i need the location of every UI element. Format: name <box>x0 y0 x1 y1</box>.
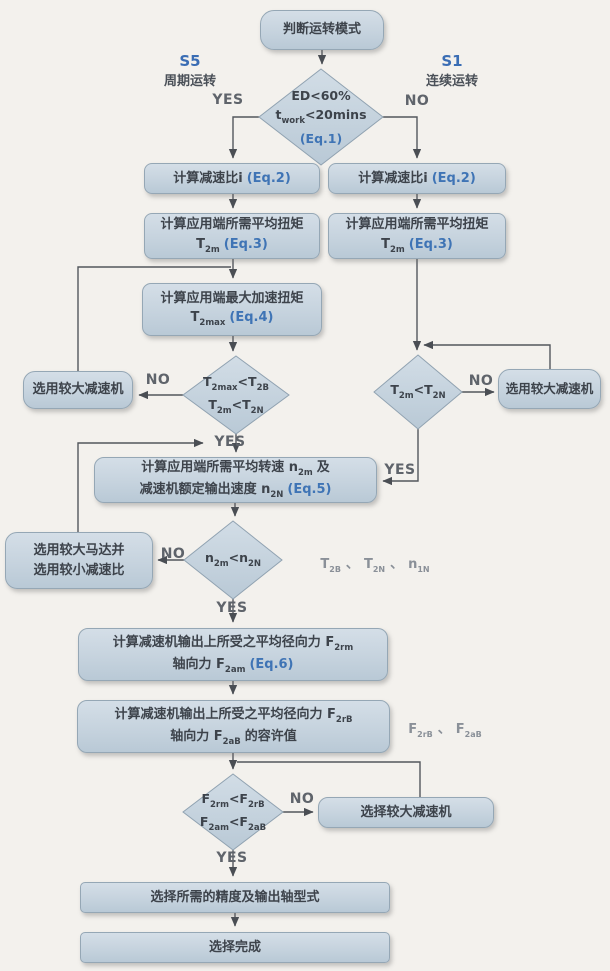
no-label-3: NO <box>468 373 494 389</box>
yes-label-4: YES <box>216 600 248 616</box>
node-calc-avg-torque-left: 计算应用端所需平均扭矩 T2m(Eq.3) <box>144 213 320 259</box>
node-calc-ratio-left: 计算减速比i(Eq.2) <box>144 163 320 194</box>
node-select-bigger-reducer-right: 选用较大减速机 <box>498 369 601 409</box>
decision-torque-check-right <box>373 354 463 430</box>
yes-label-3: YES <box>384 462 416 478</box>
no-label-4: NO <box>160 546 186 562</box>
no-label-1: NO <box>404 93 430 109</box>
yes-label-5: YES <box>216 850 248 866</box>
annotation-torque-symbols: T2B、T2N、n1N <box>320 557 430 574</box>
node-selection-complete: 选择完成 <box>80 932 390 963</box>
flow-arrow-no-right <box>383 116 422 159</box>
node-select-precision-shaft: 选择所需的精度及输出轴型式 <box>80 882 390 913</box>
flow-arrow-yes-left <box>228 116 259 159</box>
decision-speed-check <box>183 520 283 600</box>
yes-label-1: YES <box>212 92 244 108</box>
node-calc-max-accel-torque: 计算应用端最大加速扭矩 T2max(Eq.4) <box>142 283 322 336</box>
decision-operation-mode <box>258 68 384 166</box>
yes-label-2: YES <box>214 434 246 450</box>
feedback-line-left-upper <box>77 266 231 371</box>
decision-speed-check-label: n2m<n2N <box>204 550 262 570</box>
node-calc-ratio-right: 计算减速比i(Eq.2) <box>328 163 506 194</box>
node-calc-avg-torque-right: 计算应用端所需平均扭矩 T2m(Eq.3) <box>328 213 506 259</box>
decision-torque-check-label: T2max<T2B T2m<T2N <box>203 373 269 416</box>
flow-arrow-yes-right <box>382 429 419 486</box>
no-label-5: NO <box>289 791 315 807</box>
feedback-line-motor <box>77 438 204 532</box>
no-label-2: NO <box>145 372 171 388</box>
decision-force-check-label: F2rm<F2rB F2am<F2aB <box>199 790 267 833</box>
node-choose-bigger-reducer: 选择较大减速机 <box>318 797 494 828</box>
mode-s5-name: 周期运转 <box>163 74 216 89</box>
feedback-line-right-upper <box>423 340 551 369</box>
decision-operation-mode-label: ED<60% twork<20mins (Eq.1) <box>275 88 367 146</box>
mode-s5-label: S5 <box>179 52 201 70</box>
node-select-bigger-reducer-left: 选用较大减速机 <box>23 371 133 409</box>
decision-torque-check-right-label: T2m<T2N <box>390 382 446 402</box>
decision-force-check <box>182 773 284 851</box>
feedback-line-bottom <box>237 761 421 797</box>
mode-s1-label: S1 <box>441 52 463 70</box>
node-start: 判断运转模式 <box>260 10 384 50</box>
node-calc-radial-axial-force: 计算减速机输出上所受之平均径向力 F2rm 轴向力 F2am(Eq.6) <box>78 628 388 681</box>
node-select-bigger-motor: 选用较大马达并 选用较小减速比 <box>5 532 153 589</box>
mode-s1-name: 连续运转 <box>425 74 478 89</box>
annotation-force-symbols: F2rB、F2aB <box>408 722 482 739</box>
decision-torque-check <box>182 355 290 435</box>
